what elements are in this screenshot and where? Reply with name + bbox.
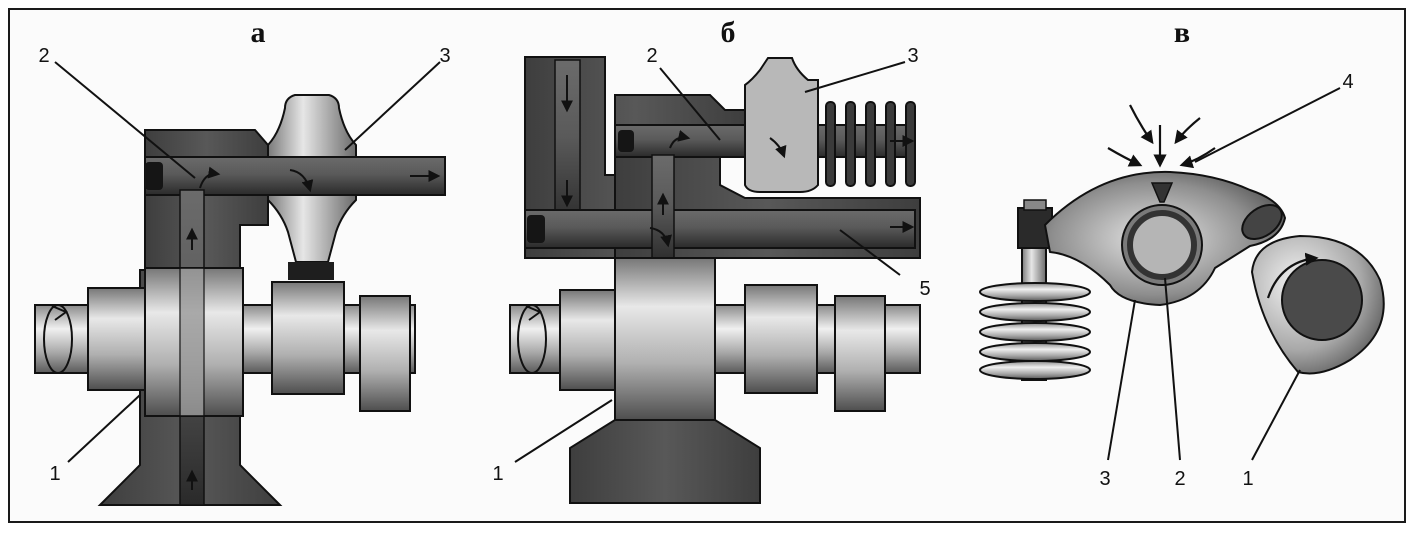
spring-b bbox=[825, 101, 916, 187]
label-5-b: 5 bbox=[919, 278, 930, 300]
valve-spring-v bbox=[979, 282, 1091, 380]
flow-arrow-icon bbox=[769, 137, 787, 159]
panel-a: а 2 3 1 bbox=[34, 16, 451, 506]
rotation-arrow-icon-a bbox=[43, 304, 73, 374]
panel-v: в 4 3 2 1 bbox=[979, 16, 1385, 490]
flow-arrow-icon bbox=[199, 166, 221, 189]
panel-title-v: в bbox=[1174, 16, 1190, 49]
pipe-plug-upper-b bbox=[618, 130, 634, 152]
pipe-plug-a bbox=[145, 162, 163, 190]
bearing-b bbox=[744, 57, 819, 193]
journal-left-b bbox=[559, 289, 619, 391]
rocker-pad-v bbox=[1241, 203, 1283, 241]
oil-spray-arrow-icon bbox=[1107, 147, 1143, 167]
leader-1-a bbox=[67, 394, 141, 463]
leader-2-a bbox=[54, 61, 196, 179]
pipe-plug-lower-b bbox=[527, 215, 545, 243]
leader-3-b bbox=[804, 61, 906, 93]
cam-shaft-v bbox=[1281, 259, 1363, 341]
oil-spray-arrow-icon bbox=[1179, 147, 1216, 169]
rotation-arrow-icon-b bbox=[517, 304, 547, 374]
leader-1-v bbox=[1251, 369, 1301, 461]
label-4-v: 4 bbox=[1342, 71, 1353, 93]
leader-2-v bbox=[1164, 277, 1181, 461]
leader-1-b bbox=[514, 399, 613, 463]
label-2-a: 2 bbox=[38, 45, 49, 67]
label-3-a: 3 bbox=[439, 45, 450, 67]
cam-2-b bbox=[834, 295, 886, 412]
leader-5-b bbox=[839, 229, 901, 276]
rocker-axle-v bbox=[1127, 210, 1197, 280]
cam-2-a bbox=[359, 295, 411, 412]
label-1-b: 1 bbox=[492, 463, 503, 485]
label-3-v: 3 bbox=[1099, 468, 1110, 490]
journal-channel-a bbox=[179, 267, 205, 417]
panel-b: б 2 3 5 1 bbox=[492, 16, 931, 504]
oil-spray-arrow-icon bbox=[1174, 117, 1201, 145]
flow-arrow-icon bbox=[669, 129, 691, 149]
leader-4-v bbox=[1194, 87, 1341, 163]
panel-title-a: а bbox=[251, 16, 266, 49]
label-1-v: 1 bbox=[1242, 468, 1253, 490]
oil-pipe-a bbox=[144, 156, 446, 196]
label-1-a: 1 bbox=[49, 463, 60, 485]
flow-arrow-icon bbox=[289, 169, 314, 193]
rotation-arrow-head-icon-a bbox=[51, 305, 69, 321]
label-2-v: 2 bbox=[1174, 468, 1185, 490]
cam-1-b bbox=[744, 284, 818, 394]
rotation-arrow-head-icon-b bbox=[525, 305, 543, 321]
label-3-b: 3 bbox=[907, 45, 918, 67]
screw-nut-v bbox=[1023, 199, 1047, 211]
oil-hole-v bbox=[1150, 182, 1174, 203]
label-2-b: 2 bbox=[646, 45, 657, 67]
cam-rotation-arrow-icon-v bbox=[1266, 252, 1319, 299]
journal-main-b bbox=[614, 257, 716, 421]
leader-3-a bbox=[344, 61, 441, 151]
journal-left-a bbox=[87, 287, 149, 391]
flow-arrow-icon bbox=[649, 227, 672, 248]
bearing-seat-a bbox=[288, 262, 334, 280]
oil-pipe-lower-b bbox=[524, 209, 916, 249]
leader-2-b bbox=[659, 67, 721, 141]
cam-1-a bbox=[271, 281, 345, 395]
oil-spray-arrow-icon bbox=[1129, 104, 1154, 145]
panel-title-b: б bbox=[721, 16, 736, 49]
leader-3-v bbox=[1107, 299, 1136, 461]
